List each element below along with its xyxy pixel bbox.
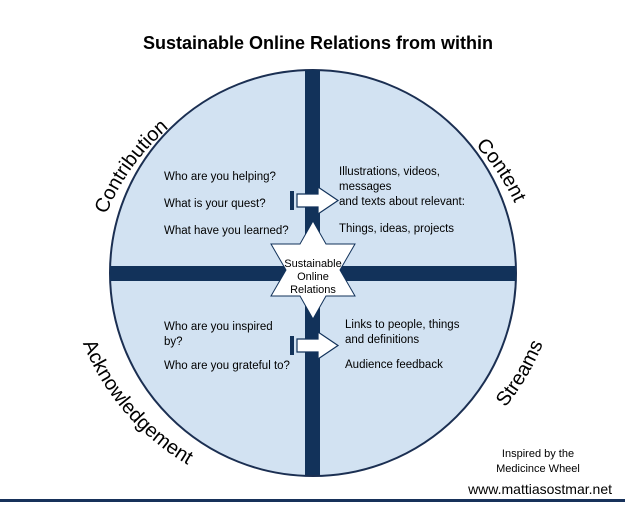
website-url: www.mattiasostmar.net — [467, 481, 612, 497]
contribution-question-1: Who are you helping? — [164, 171, 276, 183]
content-line-1: Illustrations, videos, — [339, 166, 440, 178]
streams-line-3: Audience feedback — [345, 359, 443, 371]
credit-line-2: Medicince Wheel — [496, 463, 580, 475]
acknowledgement-line-1: Who are you inspired — [164, 321, 273, 333]
content-line-4: Things, ideas, projects — [339, 223, 454, 235]
flow-arrow-upper — [290, 185, 340, 216]
contribution-question-3: What have you learned? — [164, 225, 289, 237]
content-line-2: messages — [339, 181, 392, 193]
center-star: Sustainable Online Relations — [270, 219, 356, 321]
streams-line-2: and definitions — [345, 334, 419, 346]
diagram-title: Sustainable Online Relations from within — [143, 33, 493, 53]
center-label-line-3: Relations — [290, 284, 336, 296]
credit-line-1: Inspired by the — [502, 448, 574, 460]
acknowledgement-line-2: by? — [164, 336, 183, 348]
center-label-line-2: Online — [297, 271, 329, 283]
flow-arrow-lower — [290, 330, 340, 361]
footer-divider — [0, 499, 625, 502]
contribution-question-2: What is your quest? — [164, 198, 266, 210]
center-label-line-1: Sustainable — [284, 258, 342, 270]
streams-line-1: Links to people, things — [345, 319, 460, 331]
content-line-3: and texts about relevant: — [339, 196, 465, 208]
acknowledgement-line-3: Who are you grateful to? — [164, 360, 290, 372]
